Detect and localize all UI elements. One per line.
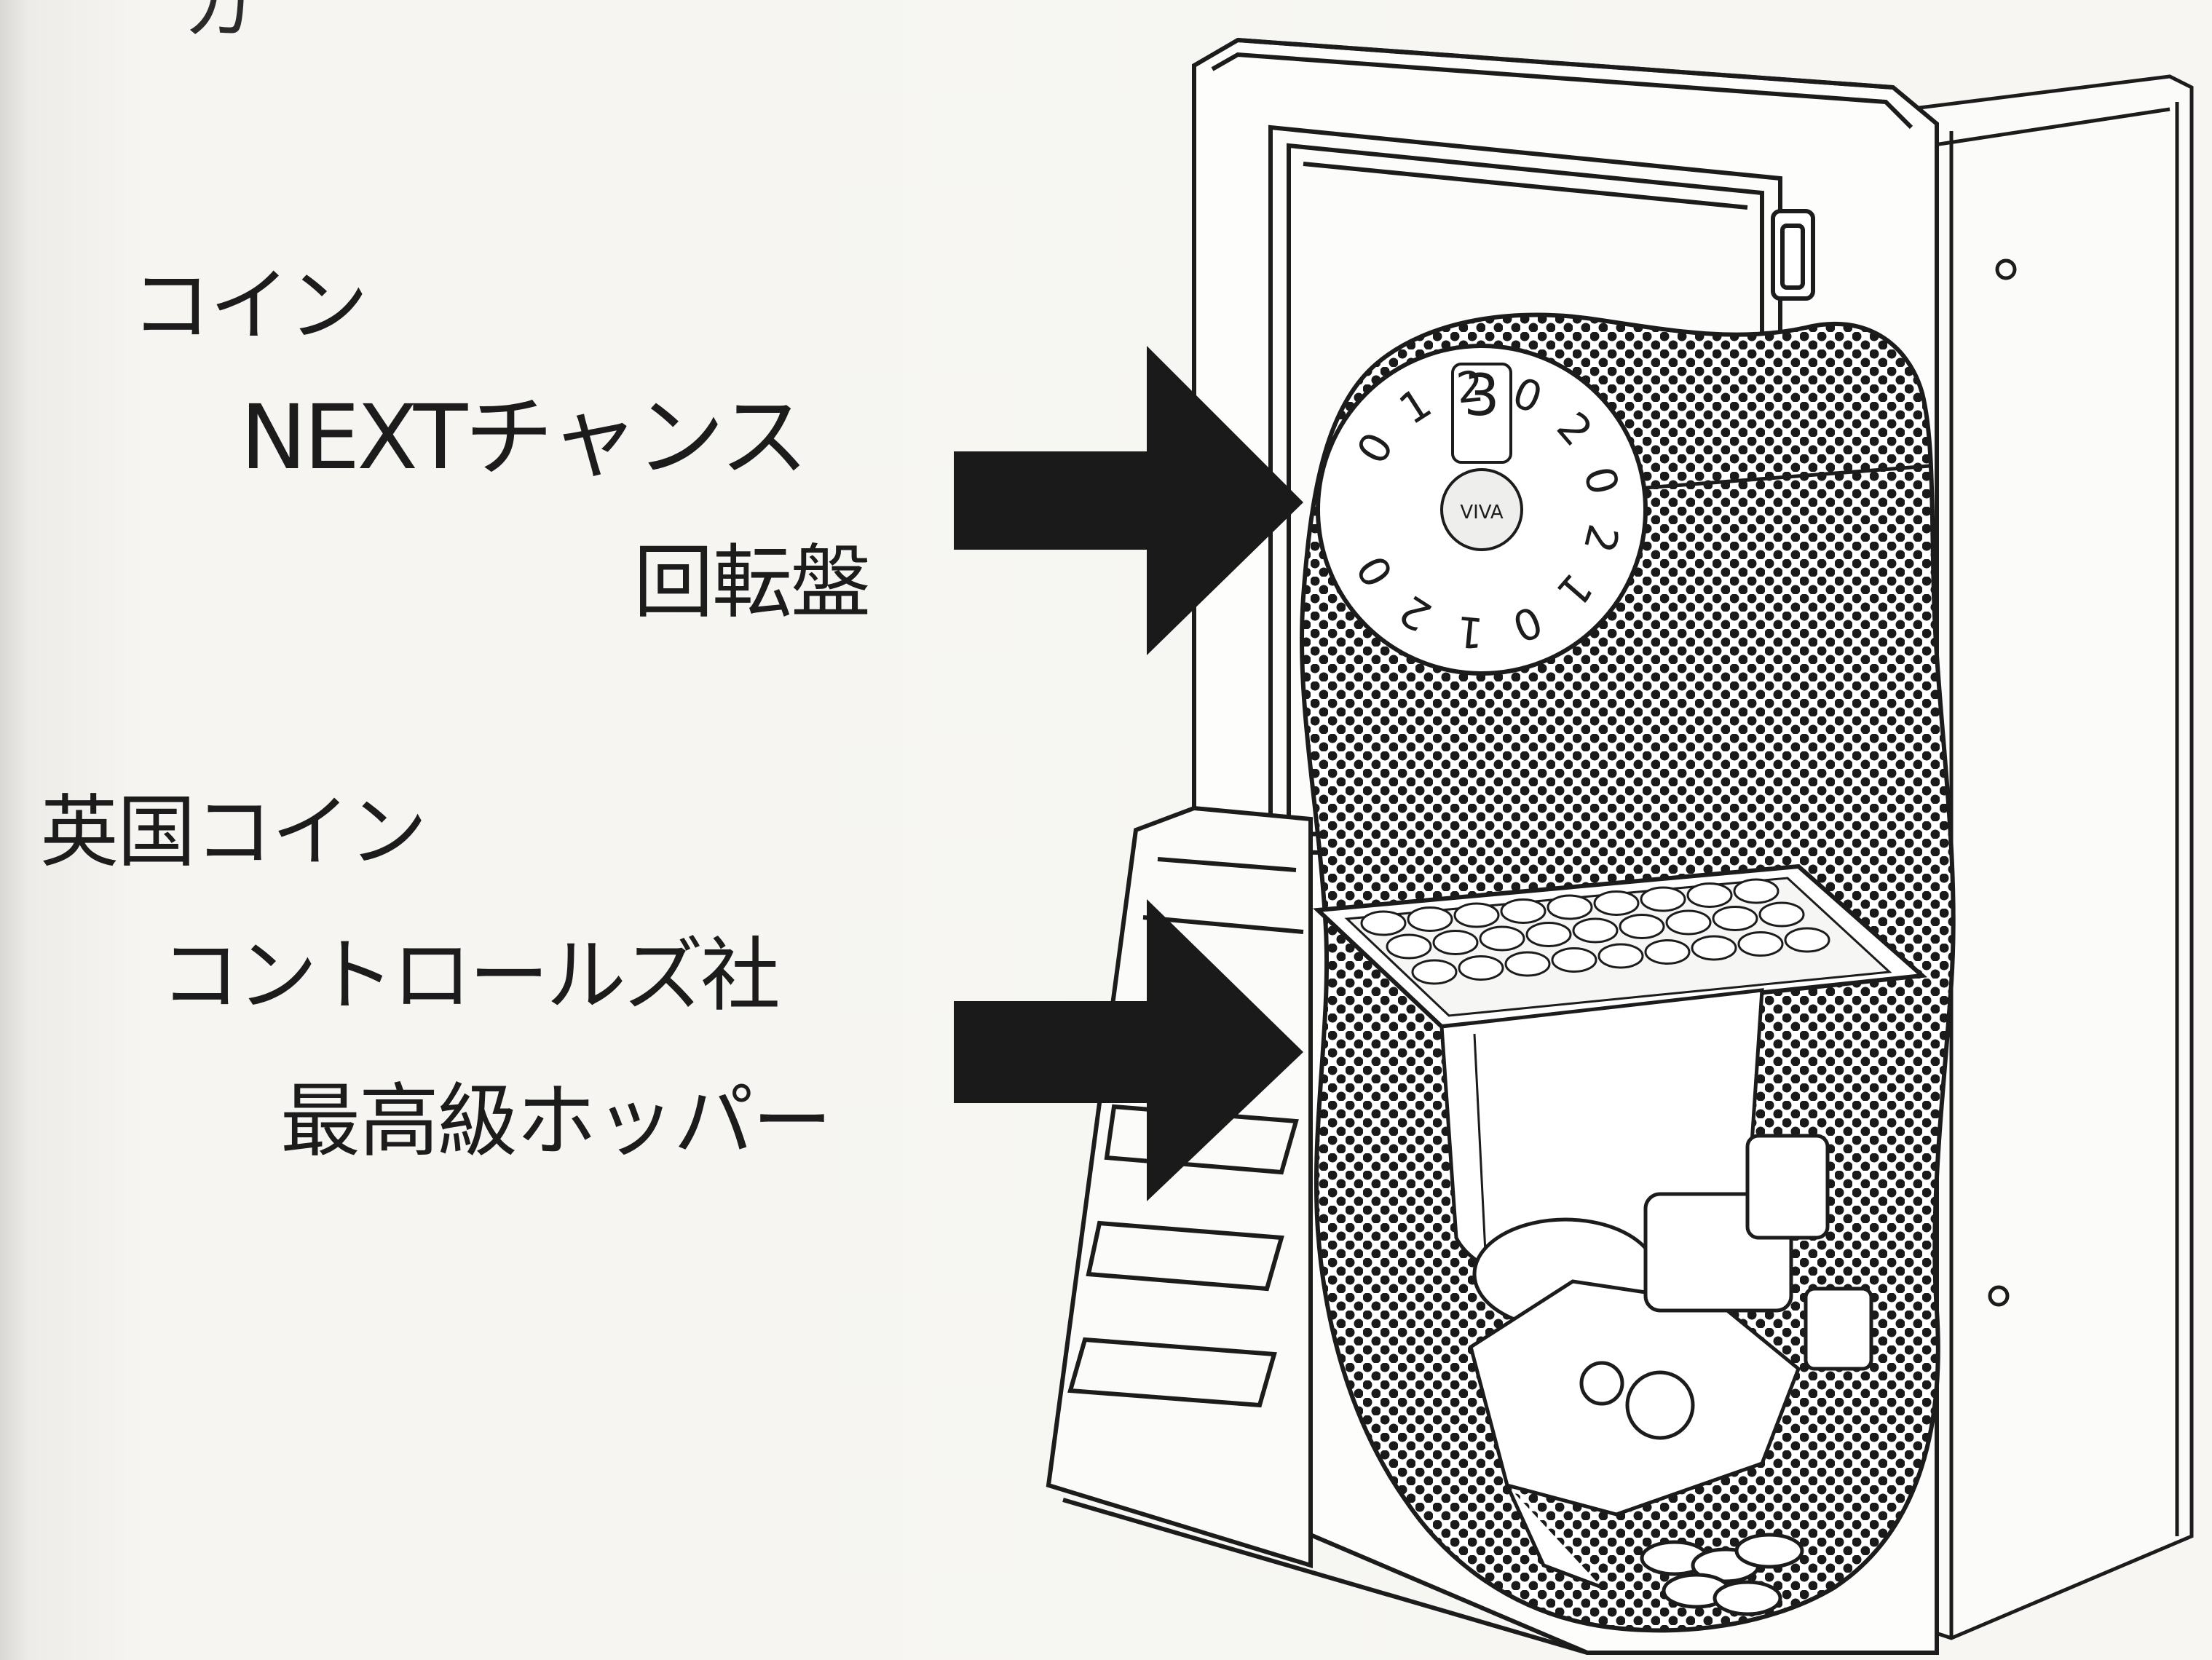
tray-coin: [1547, 894, 1593, 920]
tray-coin: [1691, 935, 1737, 961]
arrow-to-hopper: [954, 899, 1303, 1201]
tray-coin: [1500, 898, 1547, 924]
tray-coin: [1712, 906, 1758, 931]
tray-coin: [1619, 914, 1665, 939]
label-coin: コイン: [131, 259, 368, 352]
label-rotating-disc: 回転盤: [633, 536, 871, 629]
tray-coin: [1686, 882, 1733, 908]
tray-coin: [1758, 901, 1805, 928]
tray-coin: [1432, 930, 1479, 955]
tray-coin: [1525, 922, 1572, 947]
dial-hub-text: VIVA: [1460, 502, 1504, 523]
tray-coin: [1665, 909, 1712, 936]
dial-number: 2: [1454, 361, 1485, 413]
label-controls-company: コントロールズ社: [160, 929, 781, 1022]
tray-coin: [1733, 878, 1780, 904]
hopper-mechanism: [1469, 1134, 1873, 1616]
tray-coin: [1453, 902, 1500, 928]
top-text-fragment: カ: [182, 0, 255, 50]
tray-coin: [1479, 925, 1525, 952]
label-british-coin: 英国コイン: [40, 787, 427, 878]
tray-coin: [1504, 951, 1551, 977]
tray-coin: [1458, 955, 1504, 981]
tray-coin: [1572, 917, 1619, 944]
tray-coin: [1644, 939, 1691, 965]
label-next-chance: NEXTチャンス: [240, 386, 809, 489]
dial-number-top: 3: [1464, 363, 1500, 429]
tray-coin: [1360, 910, 1407, 936]
label-premium-hopper: 最高級ホッパー: [280, 1075, 832, 1168]
tray-coin: [1597, 943, 1644, 969]
tray-coin: [1640, 886, 1686, 912]
dial-number: 1: [1454, 606, 1485, 658]
tray-coin: [1407, 906, 1453, 932]
tray-coin: [1551, 947, 1597, 973]
tray-coin: [1784, 927, 1830, 953]
tray-coin: [1386, 933, 1432, 960]
arrow-to-dial: [954, 346, 1303, 655]
tray-coin: [1411, 959, 1458, 985]
tray-coin: [1737, 931, 1784, 957]
tray-coin: [1593, 890, 1640, 916]
